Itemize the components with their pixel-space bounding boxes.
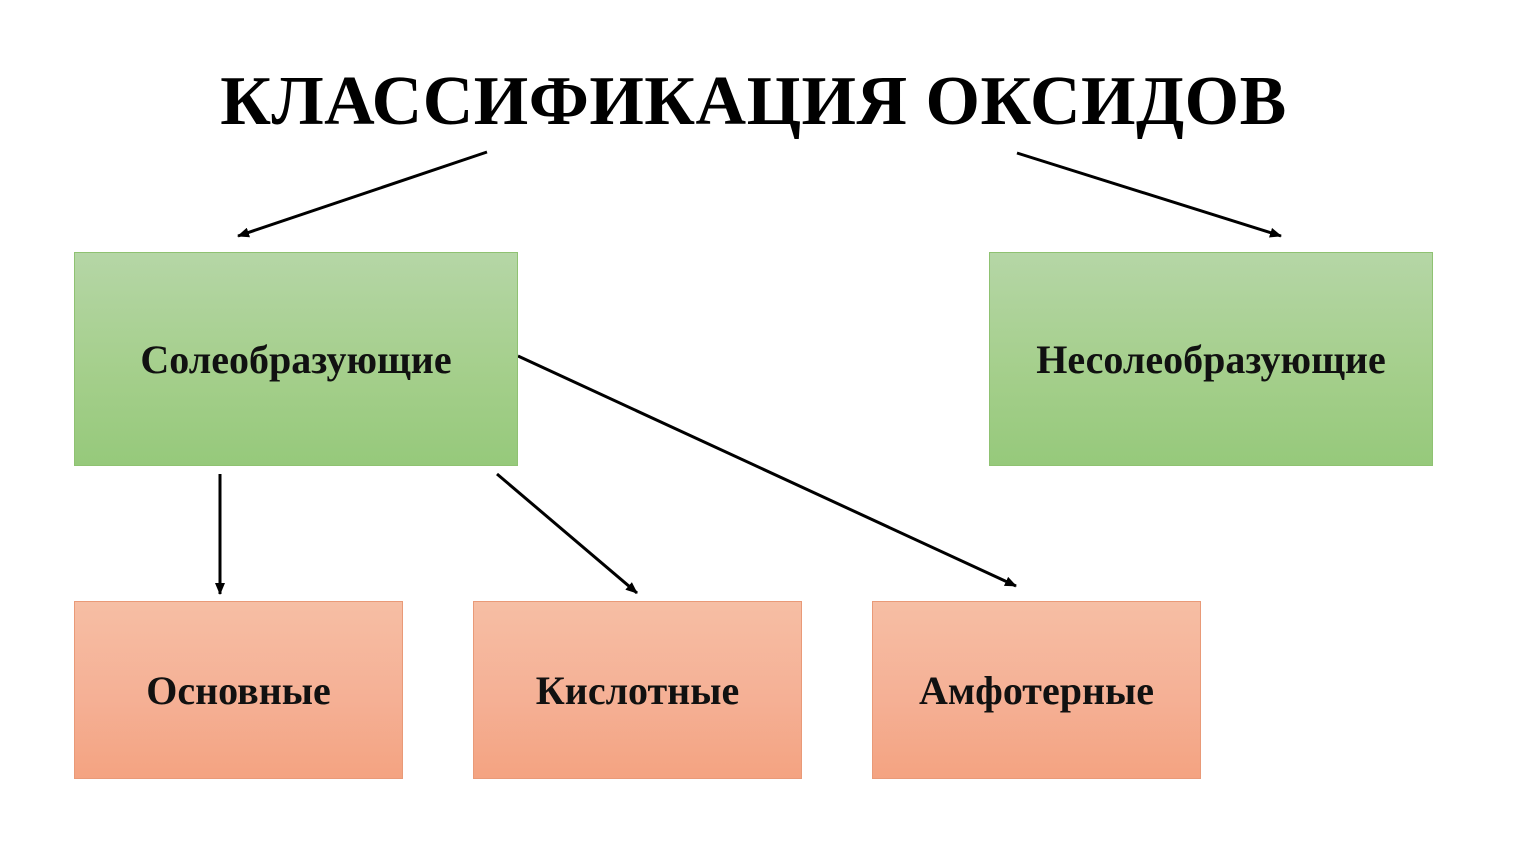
node-amphoteric: Амфотерные — [872, 601, 1201, 779]
node-salt-forming-label: Солеобразующие — [140, 336, 452, 382]
node-acidic: Кислотные — [473, 601, 802, 779]
node-non-salt-forming: Несолеобразующие — [989, 252, 1433, 466]
node-basic: Основные — [74, 601, 403, 779]
arrow-salt-forming-to-acidic — [496, 472, 638, 595]
diagram-title: КЛАССИФИКАЦИЯ ОКСИДОВ — [220, 63, 1287, 140]
arrow-title-to-non-salt-forming — [1016, 151, 1282, 238]
arrow-salt-forming-to-amphoteric — [517, 354, 1017, 588]
node-amphoteric-label: Амфотерные — [919, 667, 1154, 713]
node-non-salt-forming-label: Несолеобразующие — [1036, 336, 1386, 382]
arrow-title-to-salt-forming — [237, 150, 488, 238]
node-acidic-label: Кислотные — [535, 667, 740, 713]
node-basic-label: Основные — [146, 667, 331, 713]
node-salt-forming: Солеобразующие — [74, 252, 518, 466]
